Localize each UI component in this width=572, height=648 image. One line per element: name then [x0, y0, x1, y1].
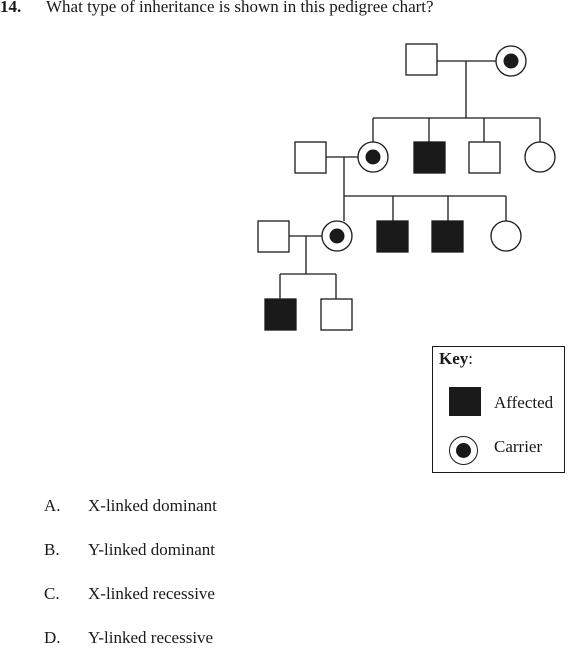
option-text: Y-linked dominant	[88, 540, 216, 559]
affected-square-icon	[449, 387, 481, 416]
option-letter: B.	[44, 540, 60, 559]
pedigree-male-affected-III-3	[431, 220, 464, 253]
pedigree-male-unaffected-I-1	[405, 43, 438, 76]
carrier-circle-icon	[449, 436, 478, 465]
question-number: 14.	[0, 0, 22, 16]
pedigree-male-unaffected-III-0	[257, 220, 290, 253]
question-text: What type of inheritance is shown in thi…	[46, 0, 434, 16]
pedigree-male-unaffected-II-3	[468, 141, 501, 174]
carrier-dot-I-2	[503, 53, 519, 69]
pedigree-male-affected-III-2	[376, 220, 409, 253]
option-text: X-linked dominant	[88, 496, 217, 515]
pedigree-key: Key: Affected Carrier	[432, 346, 565, 473]
option-letter: D.	[44, 628, 61, 647]
pedigree-male-affected-IV-1	[264, 298, 297, 331]
key-title: Key:	[439, 349, 474, 368]
pedigree-female-unaffected-II-4	[524, 141, 556, 173]
option-text: Y-linked recessive	[88, 628, 214, 647]
pedigree-female-unaffected-III-4	[490, 220, 522, 252]
pedigree-male-affected-II-2	[413, 141, 446, 174]
pedigree-male-unaffected-IV-2	[320, 298, 353, 331]
pedigree-male-unaffected-II-0	[294, 141, 327, 174]
option-text: X-linked recessive	[88, 584, 215, 603]
carrier-dot-III-1	[329, 228, 345, 244]
option-letter: A.	[44, 496, 61, 515]
option-letter: C.	[44, 584, 60, 603]
carrier-dot-II-1	[365, 149, 381, 165]
key-carrier-label: Carrier	[494, 437, 543, 456]
key-affected-label: Affected	[494, 393, 554, 412]
